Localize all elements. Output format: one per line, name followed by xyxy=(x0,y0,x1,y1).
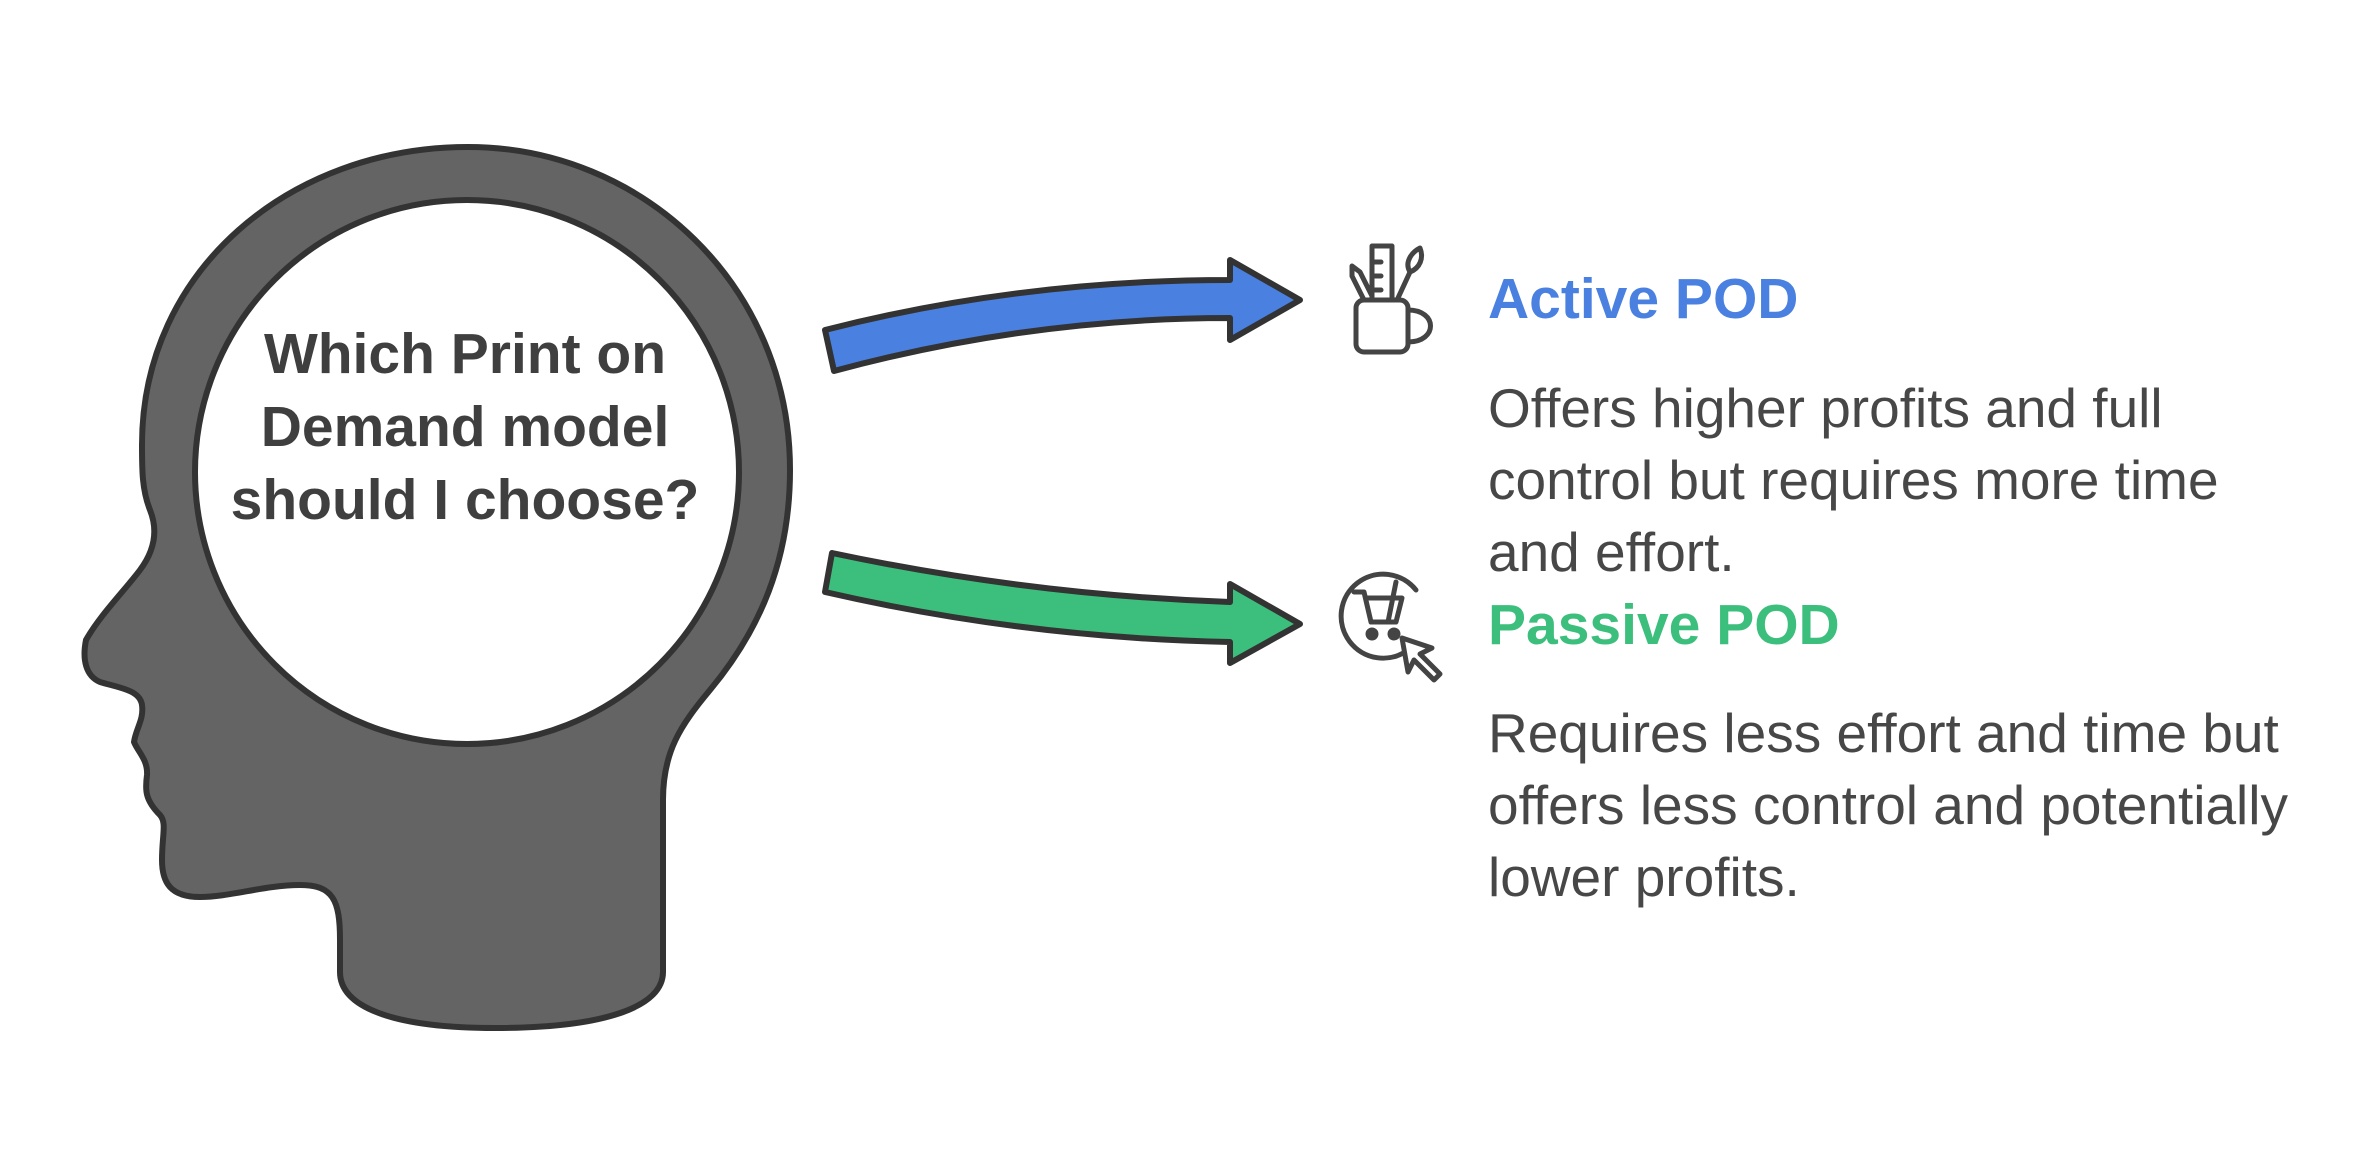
question-text: Which Print on Demand model should I cho… xyxy=(230,322,700,532)
active-pod-title: Active POD xyxy=(1488,267,1799,331)
thought-circle xyxy=(192,197,742,747)
passive-arrow xyxy=(822,550,1303,666)
passive-pod-title: Passive POD xyxy=(1488,593,1840,657)
active-pod-description: Offers higher profits and full control b… xyxy=(1488,377,2219,583)
pencil-cup-icon xyxy=(1349,243,1433,355)
active-arrow xyxy=(822,257,1303,374)
shopping-cart-cursor-icon xyxy=(1338,571,1443,683)
passive-pod-description: Requires less effort and time but offers… xyxy=(1488,702,2288,908)
